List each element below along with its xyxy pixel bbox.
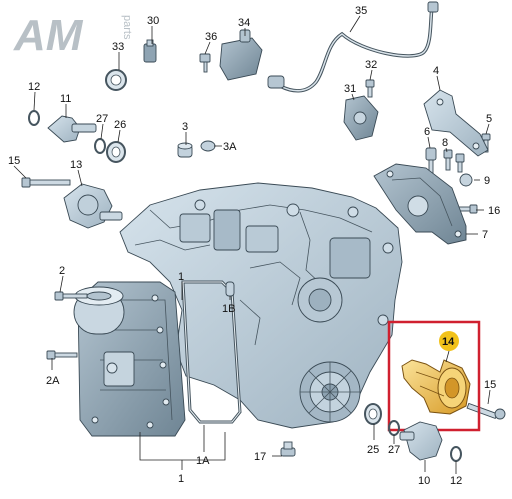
cable-35-connector	[267, 75, 285, 89]
seal-12-left	[28, 110, 40, 126]
cable-35-end	[427, 1, 439, 13]
ring-27-left	[94, 138, 106, 154]
callout-11: 11	[60, 93, 71, 105]
pin-1b	[225, 281, 235, 297]
callout-1a: 1A	[196, 455, 210, 467]
callout-6: 6	[424, 126, 430, 138]
am-parts-logo: AM parts	[13, 11, 133, 60]
highlight-label-badge	[439, 331, 459, 351]
sensor-34	[219, 29, 263, 81]
cover-7	[373, 163, 467, 245]
callout-27-left: 27	[96, 113, 108, 125]
bolt-15-right	[466, 402, 506, 420]
leader-lines	[13, 15, 491, 474]
part-30	[143, 39, 157, 63]
callout-15-left: 15	[8, 155, 20, 167]
callout-31: 31	[344, 83, 356, 95]
callout-3: 3	[182, 121, 188, 133]
bracket-31	[343, 95, 379, 141]
cable-35	[279, 7, 434, 93]
bolt-2	[54, 291, 88, 301]
callout-12-right: 12	[450, 475, 462, 487]
callout-25: 25	[367, 444, 379, 456]
callout-2a: 2A	[46, 375, 60, 387]
part-8	[443, 149, 453, 171]
flange-shaft-11	[47, 115, 97, 143]
callout-27-right: 27	[388, 444, 400, 456]
callout-32: 32	[365, 59, 377, 71]
highlighted-part-14	[401, 359, 471, 415]
callout-35: 35	[355, 5, 367, 17]
seal-3a	[200, 140, 216, 152]
bolt-36	[199, 53, 211, 73]
bolt-15-left	[21, 177, 71, 188]
callout-30: 30	[147, 15, 159, 27]
callout-10: 10	[418, 475, 430, 487]
bolt-32	[365, 79, 375, 98]
mechatronic-cylinder	[73, 286, 125, 335]
callout-17: 17	[254, 451, 266, 463]
callout-1-top: 1	[178, 271, 184, 283]
part-9	[459, 173, 473, 187]
bracket-4	[423, 89, 489, 157]
flange-shaft-10	[399, 421, 443, 461]
callout-2: 2	[59, 265, 65, 277]
callout-12-left: 12	[28, 81, 40, 93]
callout-1b: 1B	[222, 303, 235, 315]
callout-labels: 30 33 34 36 35 12 11 27 26 3 3A 15 13 32…	[8, 5, 500, 487]
bolt-2a	[46, 350, 78, 360]
plug-3	[177, 142, 193, 158]
callout-5: 5	[486, 113, 492, 125]
drive-flange-13	[63, 183, 123, 229]
mechatronic-unit	[73, 281, 186, 437]
callout-7: 7	[482, 229, 488, 241]
callout-9: 9	[484, 175, 490, 187]
ring-27-right	[388, 420, 400, 436]
callout-13: 13	[70, 159, 82, 171]
callout-4: 4	[433, 65, 439, 77]
callout-26: 26	[114, 119, 126, 131]
part-8b	[455, 153, 465, 173]
callout-36: 36	[205, 31, 217, 43]
logo-suffix: parts	[121, 15, 133, 40]
callout-33: 33	[112, 41, 124, 53]
callout-14: 14	[442, 336, 455, 348]
callout-34: 34	[238, 17, 250, 29]
seal-12-right	[450, 446, 462, 462]
callout-16: 16	[488, 205, 500, 217]
plug-17	[280, 441, 296, 457]
callout-15-right: 15	[484, 379, 496, 391]
callout-3a: 3A	[223, 141, 237, 153]
callout-8: 8	[442, 137, 448, 149]
logo-brand: AM	[13, 11, 84, 60]
gearbox-housing	[119, 182, 403, 429]
callout-1: 1	[178, 473, 184, 485]
